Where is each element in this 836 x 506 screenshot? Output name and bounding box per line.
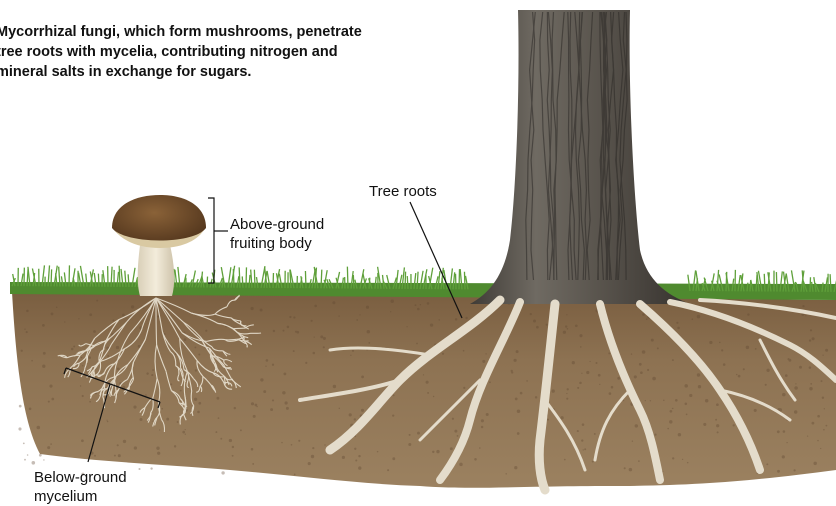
figure-caption: Mycorrhizal fungi, which form mushrooms,… <box>0 22 436 82</box>
label-below-ground-mycelium: Below-ground mycelium <box>34 468 127 506</box>
label-tree-roots: Tree roots <box>369 182 437 201</box>
soil-cross-section <box>12 292 836 488</box>
label-above-ground-fruiting-body: Above-ground fruiting body <box>230 215 324 253</box>
tree-trunk <box>470 10 690 304</box>
grass-strip <box>10 265 836 300</box>
above-ground-bracket <box>208 198 214 283</box>
